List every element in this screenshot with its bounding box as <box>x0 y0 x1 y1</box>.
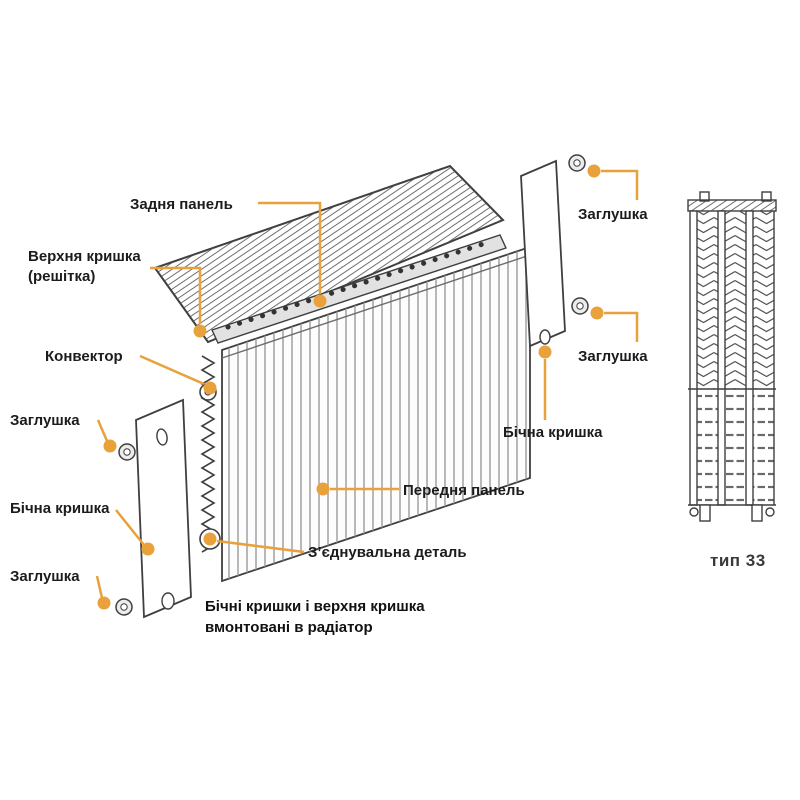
dot-plug-right-mid <box>590 306 604 320</box>
plug-left-top <box>118 443 136 461</box>
dot-plug-right-top <box>587 164 601 178</box>
side-cover-left <box>135 398 192 619</box>
plug-right-mid <box>571 297 589 315</box>
exploded-view <box>115 154 589 619</box>
note-text: Бічні кришки і верхня кришка вмонтовані … <box>205 596 425 638</box>
leader-plug-left-bottom <box>95 575 104 599</box>
label-plug-right-top: Заглушка <box>578 206 648 223</box>
label-plug-left-bottom: Заглушка <box>10 568 80 585</box>
dot-side-cover-right <box>538 345 552 359</box>
dot-convector <box>203 381 217 395</box>
label-type-33: тип 33 <box>710 551 766 570</box>
label-side-cover-right: Бічна кришка <box>503 424 603 441</box>
top-grille-cover <box>153 164 505 344</box>
dot-front-panel <box>316 482 330 496</box>
leader-plug-right-top <box>601 169 639 200</box>
label-convector: Конвектор <box>45 348 123 365</box>
note-line1: Бічні кришки і верхня кришка <box>205 598 425 615</box>
dot-side-cover-left <box>141 542 155 556</box>
label-back-panel: Задня панель <box>130 196 233 213</box>
dot-connector <box>203 532 217 546</box>
note-line2: вмонтовані в радіатор <box>205 619 373 636</box>
leader-plug-left-top <box>96 419 109 442</box>
label-front-panel: Передня панель <box>403 482 525 499</box>
leader-dots <box>97 164 604 610</box>
leader-top-cover <box>150 266 202 324</box>
rear-panel <box>211 234 507 344</box>
label-top-cover: Верхня кришка (решітка) <box>28 247 141 287</box>
dot-plug-left-top <box>103 439 117 453</box>
leader-plug-right-mid <box>604 311 639 342</box>
label-plug-right-mid: Заглушка <box>578 348 648 365</box>
leader-side-cover-left <box>115 509 145 546</box>
leader-back-panel <box>258 201 322 294</box>
label-side-cover-left: Бічна кришка <box>10 500 110 517</box>
leader-lines <box>95 169 639 599</box>
front-panel <box>221 245 531 583</box>
dot-plug-left-bottom <box>97 596 111 610</box>
dot-top-cover <box>193 324 207 338</box>
plug-right-top <box>568 154 586 172</box>
plug-left-bottom <box>115 598 133 616</box>
leader-connector <box>216 539 305 554</box>
label-top-cover-line2: (решітка) <box>28 268 96 285</box>
leader-convector <box>139 354 205 386</box>
side-cover-right <box>520 159 566 348</box>
label-connector: З’єднувальна деталь <box>308 544 467 561</box>
type-33-cross-section <box>687 191 777 522</box>
dot-back-panel <box>313 294 327 308</box>
label-top-cover-line1: Верхня кришка <box>28 248 141 265</box>
label-plug-left-top: Заглушка <box>10 412 80 429</box>
